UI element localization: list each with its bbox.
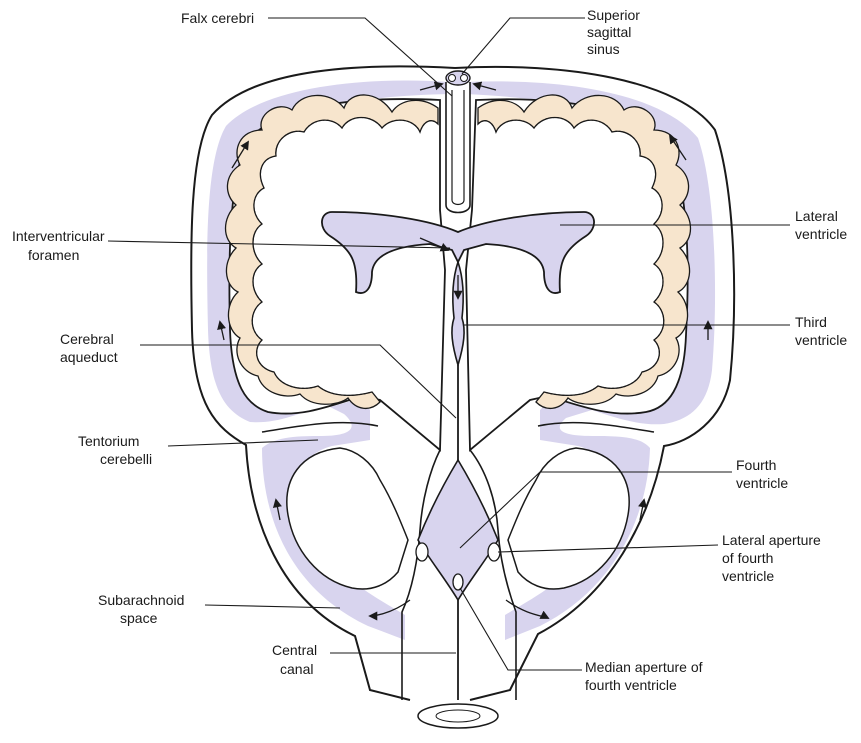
label-interventricular-foramen: Interventricular foramen (12, 228, 108, 263)
sinus-granulation-left (449, 75, 456, 82)
label-superior-sagittal-sinus: Superior sagittal sinus (587, 7, 644, 57)
brainstem-right (470, 450, 516, 700)
falx-cerebri (446, 82, 470, 213)
spinal-cord-section (418, 704, 498, 728)
label-median-aperture: Median aperture of fourth ventricle (585, 659, 706, 693)
label-falx-cerebri: Falx cerebri (181, 10, 254, 26)
label-fourth-ventricle: Fourth ventricle (736, 457, 788, 491)
label-central-canal: Central canal (272, 642, 321, 677)
label-subarachnoid-space: Subarachnoid space (98, 592, 188, 626)
leader-superior-sagittal-sinus (462, 18, 585, 74)
label-tentorium-cerebelli: Tentorium cerebelli (78, 433, 152, 467)
lateral-aperture-left (416, 543, 428, 561)
label-third-ventricle: Third ventricle (795, 314, 847, 348)
label-lateral-ventricle: Lateral ventricle (795, 208, 847, 242)
brainstem-left (402, 450, 440, 700)
right-cerebellum (508, 448, 629, 589)
leader-subarachnoid-space (205, 605, 340, 608)
label-lateral-aperture: Lateral aperture of fourth ventricle (722, 532, 825, 584)
sinus-granulation-right (461, 75, 468, 82)
label-cerebral-aqueduct: Cerebral aqueduct (60, 331, 118, 365)
median-aperture (453, 574, 463, 590)
